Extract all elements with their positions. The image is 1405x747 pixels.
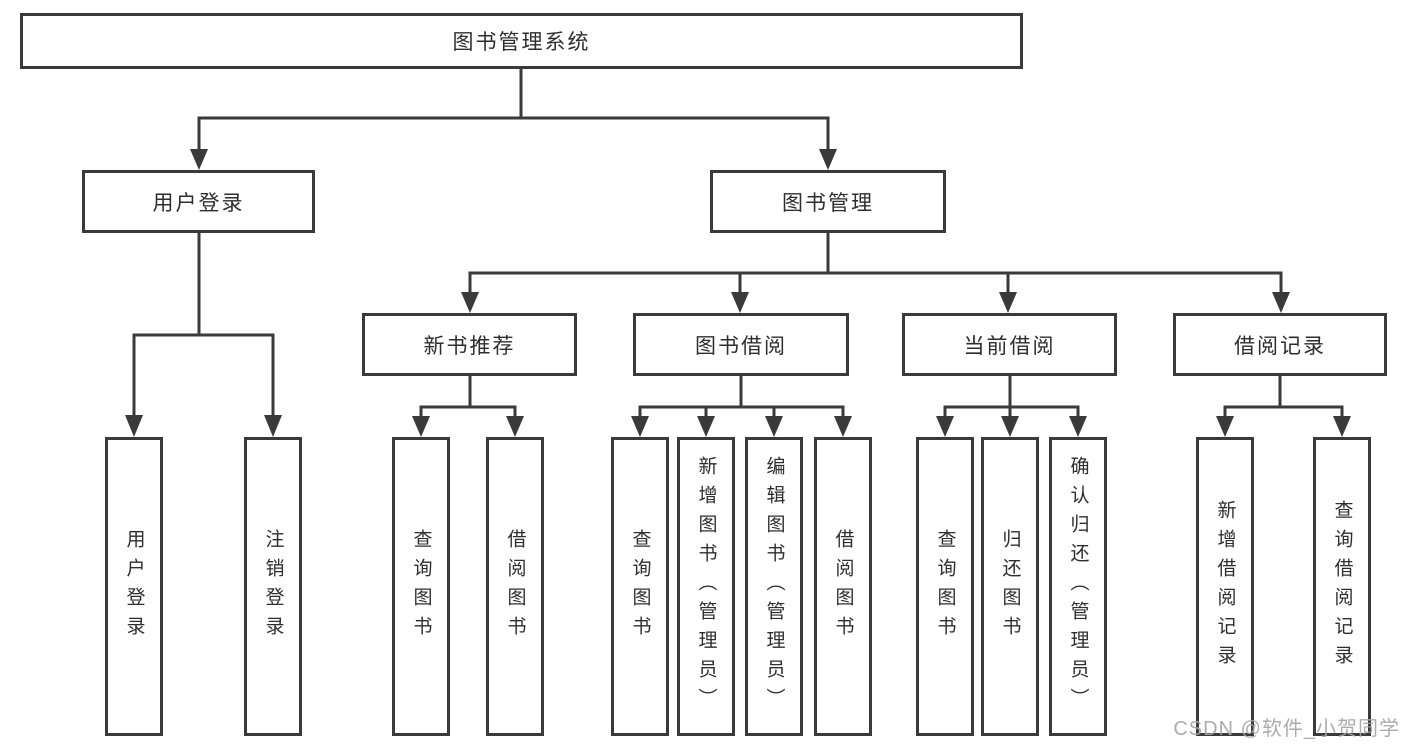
node-confirm-return-admin-label: 确认归还（管理员） (1067, 456, 1089, 717)
node-add-book-admin-label: 新增图书（管理员） (695, 456, 717, 717)
node-root-label: 图书管理系统 (452, 31, 591, 54)
node-add-borrow-record: 新增借阅记录 (1196, 437, 1254, 736)
connector-user-login (132, 231, 275, 418)
node-borrow-books-recommend: 借阅图书 (486, 437, 544, 736)
node-query-books-recommend-label: 查询图书 (410, 528, 432, 645)
node-new-book-recommend: 新书推荐 (362, 313, 577, 376)
node-query-books-recommend: 查询图书 (392, 437, 450, 736)
node-borrow-books-borrowing: 借阅图书 (814, 437, 872, 736)
node-user-login-label: 用户登录 (152, 191, 245, 215)
node-query-borrow-record-label: 查询借阅记录 (1331, 499, 1353, 674)
node-user-login: 用户登录 (82, 170, 315, 233)
node-confirm-return-admin: 确认归还（管理员） (1049, 437, 1107, 736)
node-edit-book-admin: 编辑图书（管理员） (745, 437, 803, 736)
node-add-borrow-record-label: 新增借阅记录 (1214, 499, 1236, 674)
node-query-borrow-record: 查询借阅记录 (1313, 437, 1371, 736)
csdn-watermark: CSDN @软件_小贺同学 (1173, 718, 1400, 740)
node-edit-book-admin-label: 编辑图书（管理员） (763, 456, 785, 717)
node-query-books-borrowing: 查询图书 (611, 437, 669, 736)
node-borrow-books-borrowing-label: 借阅图书 (832, 528, 854, 645)
node-book-borrowing: 图书借阅 (633, 313, 849, 376)
node-return-book: 归还图书 (981, 437, 1039, 736)
node-book-management-label: 图书管理 (782, 191, 874, 215)
node-root: 图书管理系统 (20, 13, 1023, 69)
node-borrow-records-label: 借阅记录 (1234, 334, 1326, 358)
node-logout-leaf-label: 注销登录 (262, 528, 284, 645)
node-logout-leaf: 注销登录 (244, 437, 302, 736)
node-add-book-admin: 新增图书（管理员） (677, 437, 735, 736)
node-book-borrowing-label: 图书借阅 (695, 334, 787, 358)
node-return-book-label: 归还图书 (999, 528, 1021, 645)
connector-root (197, 67, 830, 152)
node-query-books-current-label: 查询图书 (934, 528, 956, 645)
connector-book-management (468, 231, 1283, 295)
node-borrow-records: 借阅记录 (1173, 313, 1387, 376)
node-query-books-borrowing-label: 查询图书 (629, 528, 651, 645)
connector-borrow-records (1223, 374, 1344, 419)
node-user-login-leaf: 用户登录 (105, 437, 163, 736)
node-query-books-current: 查询图书 (916, 437, 974, 736)
node-current-borrowing-label: 当前借阅 (963, 334, 1056, 358)
connector-book-borrowing (638, 374, 845, 419)
node-new-book-recommend-label: 新书推荐 (423, 334, 516, 358)
connector-new-book-recommend (419, 374, 517, 419)
node-borrow-books-recommend-label: 借阅图书 (504, 528, 526, 645)
connector-current-borrowing (943, 374, 1080, 419)
node-book-management: 图书管理 (710, 170, 946, 233)
node-current-borrowing: 当前借阅 (902, 313, 1117, 376)
node-user-login-leaf-label: 用户登录 (123, 528, 145, 645)
